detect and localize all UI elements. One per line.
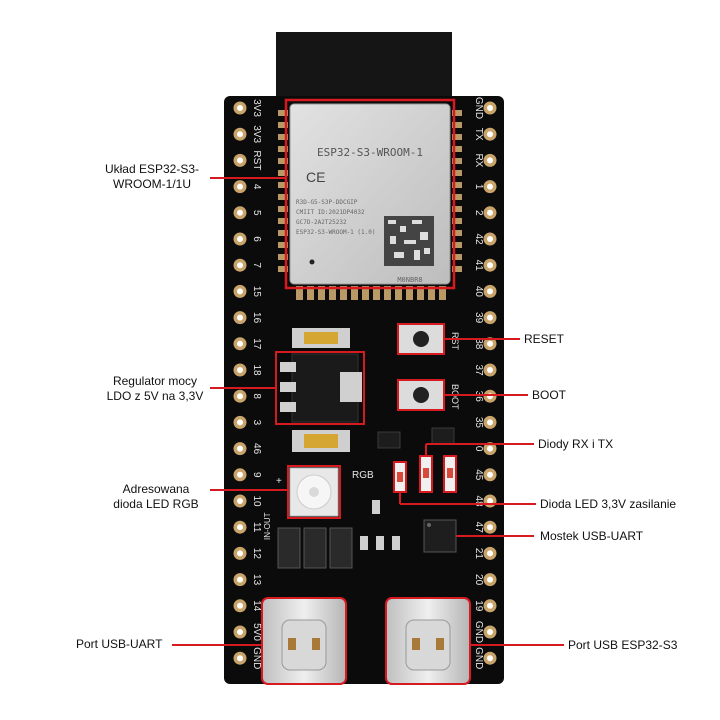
left-pin-label: 13	[251, 574, 262, 586]
left-pin-label: 3V3	[251, 125, 262, 143]
left-pin-label: 4	[251, 184, 262, 190]
usb-esp32s3-port[interactable]	[385, 597, 471, 685]
right-pin-label: 0	[473, 446, 484, 452]
right-pin-label: GND	[473, 647, 484, 669]
right-pin-label: TX	[473, 128, 484, 141]
antenna	[276, 32, 452, 106]
module-line-2: CMIIT ID:2021DP4032	[296, 209, 365, 216]
left-pin-label: 17	[251, 338, 262, 350]
module-footer: M0NBR8	[397, 276, 422, 284]
esp32-module: ESP32-S3-WROOM-1 CE R3D-G5-S3P-DDCGIP CM…	[289, 103, 451, 285]
regulator-annotation-line-1: Regulator mocy	[112, 374, 198, 388]
rx-tx-annotation: Diody RX i TX	[538, 437, 614, 451]
svg-text:+: +	[276, 476, 282, 487]
right-pin-label: 41	[473, 260, 484, 272]
module-annotation: Układ ESP32-S3- WROOM-1/1U	[90, 162, 214, 192]
right-pin-label: 37	[473, 364, 484, 376]
callout-lines	[172, 177, 564, 646]
right-pin-label: 2	[473, 210, 484, 216]
capacitor-bottom	[292, 430, 350, 452]
left-pin-label: 8	[251, 393, 262, 399]
reset-annotation: RESET	[524, 332, 565, 346]
left-pin-labels: 3V33V3RST4567151617188346910111213145V0G…	[251, 99, 262, 669]
right-pin-label: 1	[473, 184, 484, 190]
boot-button[interactable]	[397, 379, 445, 411]
right-pin-label: 36	[473, 391, 484, 403]
right-pin-label: RX	[473, 153, 484, 167]
left-pin-label: GND	[251, 647, 262, 669]
right-pin-label: 35	[473, 417, 484, 429]
right-pin-label: 38	[473, 338, 484, 350]
rgb-led-annotation-line-2: dioda LED RGB	[113, 497, 199, 511]
right-pin-label: 21	[473, 548, 484, 560]
left-pin-label: 6	[251, 236, 262, 242]
left-pin-holes	[233, 101, 247, 665]
right-pin-label: 20	[473, 574, 484, 586]
capacitor-top	[292, 328, 350, 348]
usb-uart-bridge-chip	[423, 519, 457, 553]
right-pin-label: 48	[473, 495, 484, 507]
left-pin-label: 3V3	[251, 99, 262, 117]
right-pin-labels: GNDTXRX1242414039383736350454847212019GN…	[473, 97, 484, 669]
left-pin-label: 12	[251, 548, 262, 560]
left-pin-label: RST	[251, 150, 262, 170]
module-line-4: ESP32-S3-WROOM-1 (1.0)	[296, 229, 375, 236]
boot-annotation: BOOT	[532, 388, 567, 402]
rgb-led: +	[276, 467, 339, 517]
usb-s3-port-annotation: Port USB ESP32-S3	[568, 638, 678, 652]
datamatrix-pattern	[388, 220, 430, 260]
right-pin-label: 47	[473, 522, 484, 534]
rgb-led-annotation: Adresowana dioda LED RGB	[100, 482, 212, 512]
left-pin-label: 7	[251, 262, 262, 268]
module-pads	[278, 110, 462, 300]
passives	[360, 500, 400, 550]
usb-uart-port-annotation: Port USB-UART	[76, 637, 163, 651]
left-pin-label: 10	[251, 495, 262, 507]
left-pin-label: 46	[251, 443, 262, 455]
regulator-annotation-line-2: LDO z 5V na 3,3V	[106, 389, 204, 403]
right-pin-label: GND	[473, 97, 484, 119]
power-led-annotation: Dioda LED 3,3V zasilanie	[540, 497, 677, 511]
left-pin-label: 3	[251, 420, 262, 426]
usb-bridge-annotation: Mostek USB-UART	[540, 529, 644, 543]
reset-button[interactable]	[397, 323, 445, 355]
module-title: ESP32-S3-WROOM-1	[317, 146, 423, 159]
module-annotation-line-1: Układ ESP32-S3-	[104, 162, 200, 176]
usb-uart-port[interactable]	[261, 597, 347, 685]
right-pin-holes	[483, 101, 497, 665]
left-pin-label: 16	[251, 312, 262, 324]
left-pin-label: 5	[251, 210, 262, 216]
left-pin-label: 15	[251, 286, 262, 298]
module-annotation-line-2: WROOM-1/1U	[113, 177, 191, 191]
right-pin-label: 39	[473, 312, 484, 324]
rst-silk-label: RST	[450, 332, 460, 351]
right-pin-label: 42	[473, 233, 484, 245]
left-pin-label: 5V0	[251, 623, 262, 641]
power-led	[443, 455, 457, 493]
boot-silk-label: BOOT	[450, 384, 460, 410]
right-pin-label: 40	[473, 286, 484, 298]
right-pin-label: 45	[473, 469, 484, 481]
transistors	[377, 427, 455, 449]
ldo-regulator	[280, 353, 362, 423]
tx-led	[419, 455, 433, 493]
right-pin-label: GND	[473, 621, 484, 643]
right-pin-label: 19	[473, 600, 484, 612]
regulator-annotation: Regulator mocy LDO z 5V na 3,3V	[96, 374, 214, 404]
left-pin-label: 11	[251, 522, 262, 533]
rgb-silk-label: RGB	[352, 470, 374, 481]
rx-led	[393, 461, 407, 493]
module-highlight	[284, 98, 456, 290]
left-pin-label: 9	[251, 472, 262, 478]
rgb-led-annotation-line-1: Adresowana	[122, 482, 190, 496]
left-pin-label: 14	[251, 600, 262, 612]
in-out-silk-label: IN-OUT	[263, 512, 272, 540]
module-line-1: R3D-G5-S3P-DDCGIP	[296, 199, 358, 206]
diodes	[277, 527, 353, 569]
module-line-3: GC7D-2A2T25232	[296, 219, 347, 226]
ce-mark: CE	[306, 169, 325, 185]
rgb-led-highlight	[287, 465, 341, 519]
left-pin-label: 18	[251, 364, 262, 376]
